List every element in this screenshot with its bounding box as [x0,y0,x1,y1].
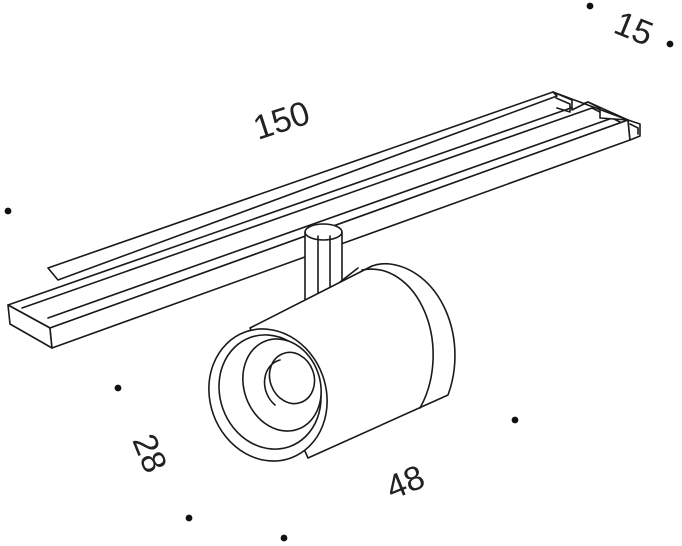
marker-dot [185,514,193,522]
marker-dot [114,384,122,392]
spotlight [208,223,456,462]
rail-end-slot [555,97,571,113]
dimension-length-label: 150 [249,94,315,148]
dimension-width-label: 15 [609,4,658,53]
marker-dot [4,207,12,215]
rail-rear-flange [47,91,558,281]
marker-dot [666,40,674,48]
dimension-markers [4,2,674,542]
marker-dot [511,416,519,424]
dimension-diameter-label: 28 [125,429,174,478]
dimension-depth-label: 48 [381,458,430,507]
spot-front-bezel [208,328,328,462]
rail-end-lip [629,123,639,135]
marker-dot [586,2,594,10]
rail-channel-line-2 [47,115,619,319]
spot-stem [304,223,343,301]
marker-dot [280,534,288,542]
rail-end-profile [552,91,641,141]
